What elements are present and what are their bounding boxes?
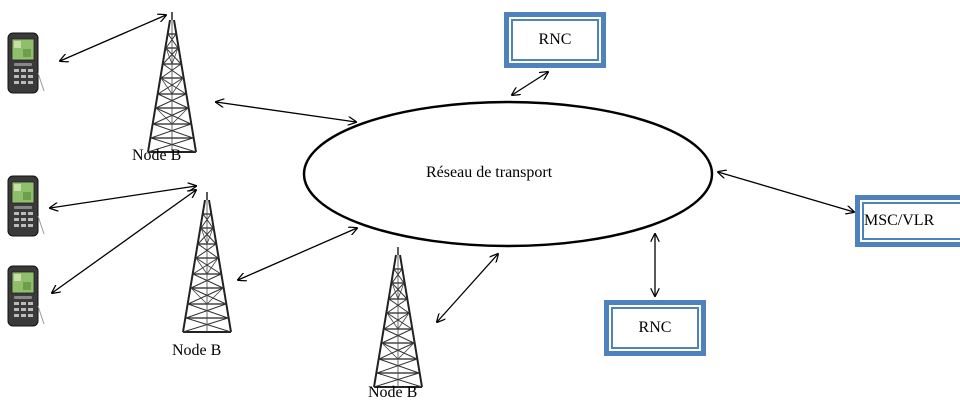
link-rnc1-network xyxy=(512,72,548,95)
msc-vlr-box: MSC/VLR xyxy=(855,195,960,247)
cell-tower-icon xyxy=(373,246,423,388)
mobile-phone-icon xyxy=(7,265,45,327)
cell-tower-icon xyxy=(182,191,232,333)
node-b-label-2: Node B xyxy=(172,342,222,359)
msc-vlr-label: MSC/VLR xyxy=(862,202,960,240)
rnc-box-top: RNC xyxy=(504,12,606,68)
link-msc-network xyxy=(718,172,854,212)
mobile-phone-icon xyxy=(7,32,45,94)
rnc-box-bottom: RNC xyxy=(604,300,706,356)
links xyxy=(50,15,854,322)
mobile-phone-icon xyxy=(7,175,45,237)
link-nodeb2-network xyxy=(238,228,357,280)
link-nodeb3-network xyxy=(437,254,498,322)
link-nodeb1-network xyxy=(216,102,356,122)
link-phone2-nodeb2 xyxy=(50,186,196,208)
node-b-label-3: Node B xyxy=(368,384,418,401)
node-b-label-1: Node B xyxy=(132,147,182,164)
rnc-label: RNC xyxy=(611,307,699,349)
transport-network-ellipse xyxy=(302,100,714,248)
network-label: Réseau de transport xyxy=(426,164,553,181)
rnc-label: RNC xyxy=(511,19,599,61)
cell-tower-icon xyxy=(147,11,197,153)
link-phone1-nodeb1 xyxy=(60,15,166,61)
link-phone3-nodeb2 xyxy=(52,190,196,293)
